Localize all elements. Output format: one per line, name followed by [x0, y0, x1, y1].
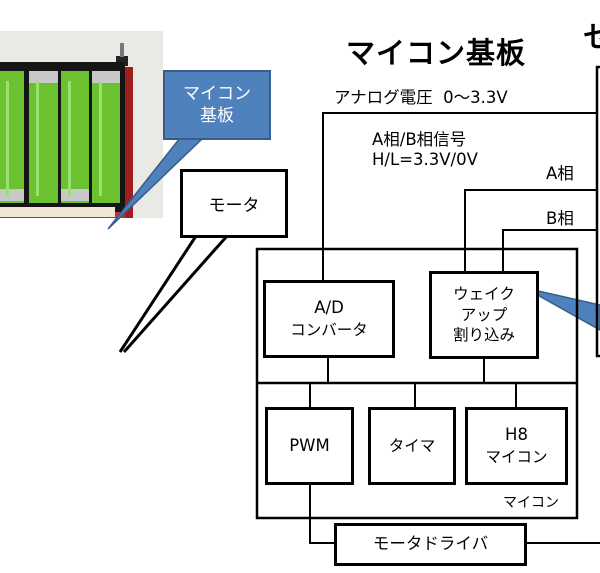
wakeup-line1: ウェイク [453, 284, 515, 303]
wakeup-line3: 割り込み [452, 326, 515, 345]
callout-board-line1: マイコン [183, 83, 251, 104]
diagram-title: マイコン基板 [346, 36, 527, 70]
ad-converter-line1: A/D [314, 298, 344, 318]
callout-board: マイコン 基板 [163, 70, 271, 140]
callout-board-line2: 基板 [200, 106, 234, 126]
callout-motor-label: モータ [208, 196, 260, 216]
wakeup-line2: アップ [460, 305, 508, 324]
h8-line1: H8 [505, 425, 528, 445]
block-motor-driver: モータドライバ [334, 523, 527, 566]
analog-voltage-label: アナログ電圧 0〜3.3V [334, 88, 508, 107]
wakeup-callout-tail [524, 287, 600, 331]
pwm-label: PWM [289, 435, 330, 455]
analog-voltage-wire [322, 112, 597, 280]
motor-callout-tail-left [118, 235, 198, 353]
block-h8-mcu: H8 マイコン [465, 407, 568, 485]
robot-photo-illustration [0, 31, 163, 218]
phase-a-wire [464, 189, 597, 272]
block-timer: タイマ [368, 407, 456, 485]
robot-photo [0, 31, 163, 218]
motor-driver-label: モータドライバ [372, 534, 489, 554]
motor-callout-tail-right [122, 235, 229, 353]
phase-signal-label-line1: A相/B相信号 [372, 130, 467, 149]
callout-motor: モータ [180, 169, 288, 238]
mcu-label: マイコン [503, 495, 559, 511]
h8-line2: マイコン [485, 447, 548, 466]
sensor-board-outline [595, 65, 600, 358]
block-ad-converter: A/D コンバータ [263, 280, 395, 358]
diagram-title-right-partial: セ [583, 20, 600, 54]
pwm-to-driver-wire [309, 483, 336, 544]
phase-b-wire [502, 229, 597, 272]
phase-signal-label-line2: H/L=3.3V/0V [372, 150, 478, 169]
phase-b-label: B相 [546, 209, 574, 228]
batteries [0, 71, 120, 203]
phase-a-label: A相 [546, 164, 574, 183]
ad-converter-line2: コンバータ [290, 320, 368, 339]
block-pwm: PWM [265, 407, 354, 485]
block-wakeup-interrupt: ウェイク アップ 割り込み [429, 271, 539, 359]
timer-label: タイマ [388, 436, 436, 455]
